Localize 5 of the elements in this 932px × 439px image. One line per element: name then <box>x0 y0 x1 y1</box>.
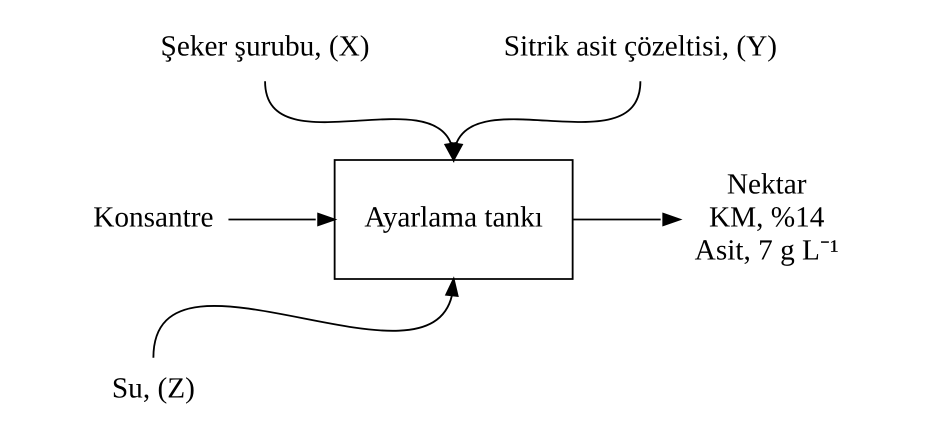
node-text: Konsantre <box>93 201 214 234</box>
node-text: Nektar KM, %14 Asit, 7 g L⁻¹ <box>694 168 839 266</box>
node-text: Su, (Z) <box>112 372 195 405</box>
node-text: Sitrik asit çözeltisi, (Y) <box>504 30 778 62</box>
node-text: Şeker şurubu, (X) <box>160 30 370 62</box>
